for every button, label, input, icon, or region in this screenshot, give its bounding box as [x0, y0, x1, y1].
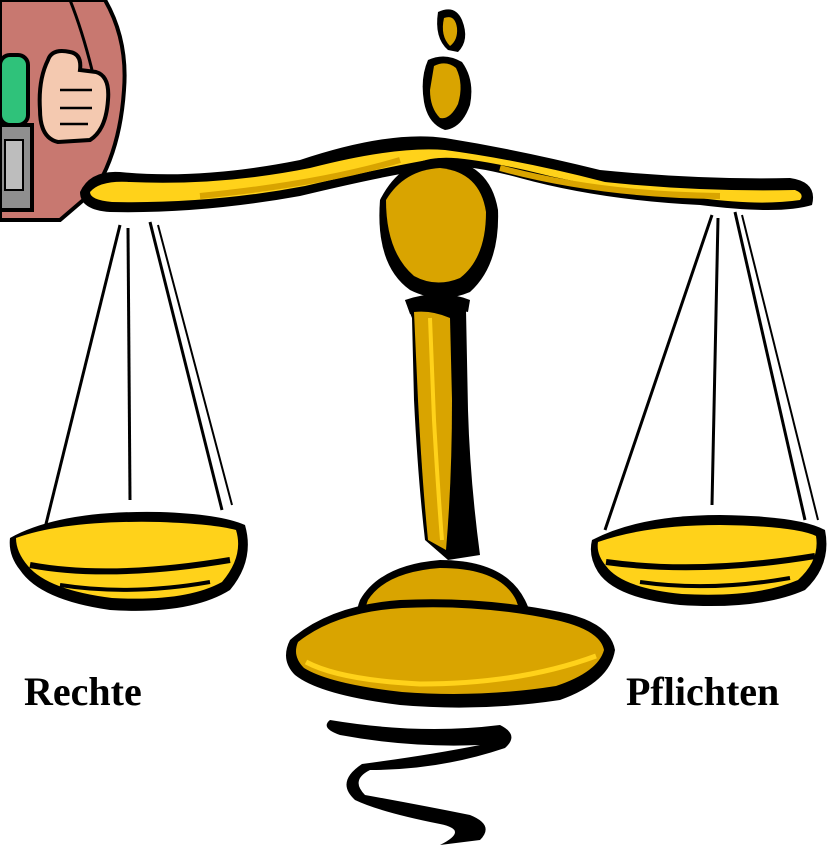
balance-scale-icon [10, 9, 827, 845]
label-rechte: Rechte [24, 672, 142, 712]
label-pflichten: Pflichten [626, 672, 779, 712]
